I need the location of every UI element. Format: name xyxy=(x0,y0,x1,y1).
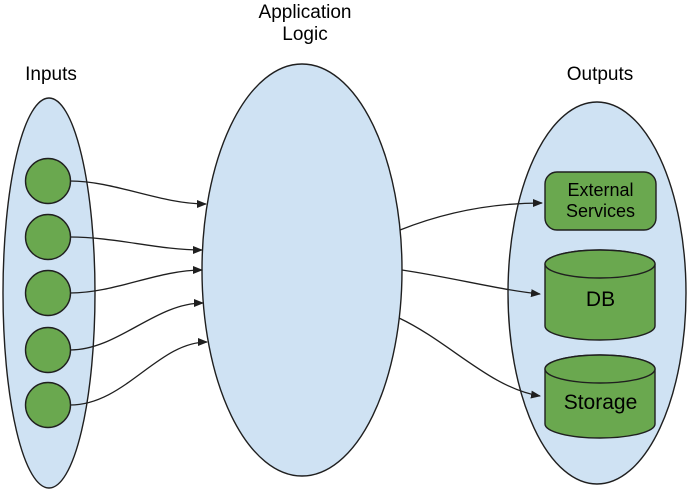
arrow-input1-to-logic xyxy=(69,180,207,208)
arrow-input3-to-logic xyxy=(69,266,203,294)
arrow-input4-to-logic xyxy=(69,299,204,351)
input-node-4 xyxy=(24,326,72,374)
arrow-logic-to-storage xyxy=(398,317,541,399)
inputs-label: Inputs xyxy=(25,64,77,85)
arrow-logic-to-db xyxy=(401,269,541,298)
input-node-3 xyxy=(24,269,72,317)
input-node-1 xyxy=(24,157,72,205)
outputs-label: Outputs xyxy=(566,64,634,85)
arrow-input2-to-logic xyxy=(69,236,203,254)
external-services-label: External Services xyxy=(565,180,636,221)
arrow-logic-to-external-services xyxy=(399,199,543,231)
storage-cylinder-top xyxy=(544,354,656,384)
db-cylinder-top xyxy=(544,249,656,279)
input-node-2 xyxy=(24,213,72,261)
arrow-input5-to-logic xyxy=(69,338,208,406)
external-services-box xyxy=(544,171,657,231)
input-node-5 xyxy=(24,381,72,429)
application-logic-ellipse xyxy=(201,63,403,477)
application-logic-label: Application Logic xyxy=(258,2,352,45)
storage-label: Storage xyxy=(563,391,638,414)
db-label: DB xyxy=(585,288,616,311)
